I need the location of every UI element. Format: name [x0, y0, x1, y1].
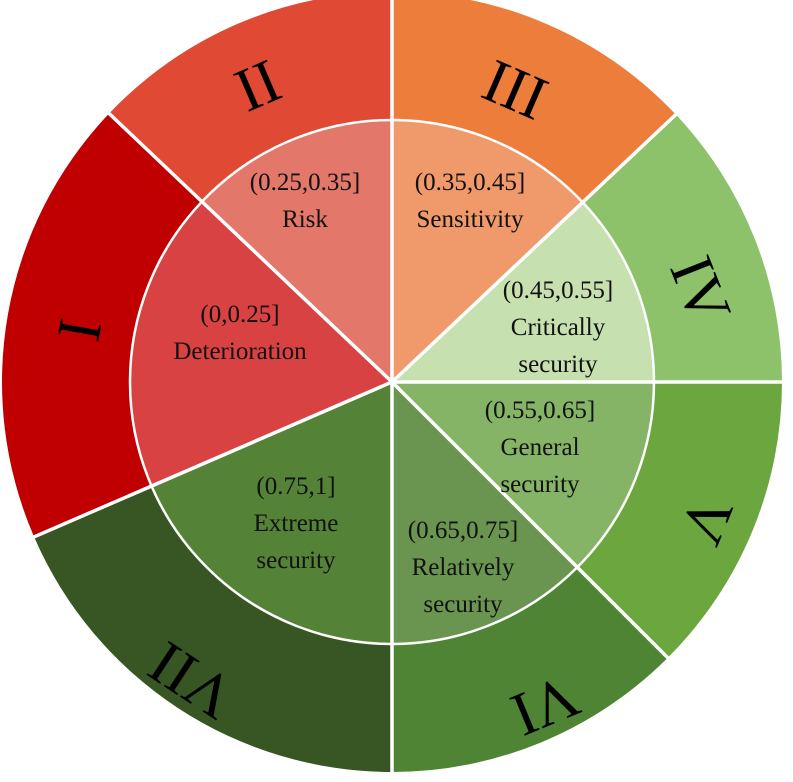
level-name: Risk	[282, 206, 328, 233]
sector-separators	[31, 0, 784, 774]
outer-sector-vii	[34, 486, 393, 772]
level-label: (0.45,0.55] Critically security	[503, 277, 613, 378]
level-range: (0.45,0.55]	[503, 277, 613, 304]
level-label: (0.55,0.65] General security	[485, 397, 595, 498]
level-name: Relatively	[412, 554, 515, 581]
level-name: security	[256, 547, 336, 574]
level-name: Extreme	[254, 510, 339, 537]
level-name: security	[423, 591, 503, 618]
outer-sector-i	[1, 113, 202, 537]
outer-sector-vi	[392, 567, 668, 772]
outer-sector-iii	[392, 0, 676, 203]
inner-sector-v	[392, 382, 654, 568]
inner-sector-iii	[392, 120, 583, 382]
level-label: (0,0.25] Deterioration	[173, 301, 307, 365]
level-labels: (0,0.25] Deterioration (0.25,0.35] Risk (0.3…	[173, 169, 613, 618]
separator-line	[390, 380, 671, 661]
separator-line	[390, 111, 679, 384]
level-label: (0.65,0.75] Relatively security	[408, 517, 518, 618]
ring-boundary	[128, 118, 656, 646]
inner-ring	[130, 120, 654, 644]
outer-sector-ii	[109, 0, 392, 202]
inner-sector-ii	[201, 120, 392, 382]
level-label: (0.25,0.35] Risk	[250, 169, 360, 233]
inner-sector-vi	[392, 382, 578, 644]
level-label: (0.35,0.45] Sensitivity	[415, 169, 525, 233]
outer-sector-v	[577, 382, 782, 658]
inner-sector-vii	[151, 382, 392, 644]
inner-sector-i	[130, 201, 392, 487]
inner-sector-iv	[392, 202, 654, 382]
level-range: (0,0.25]	[200, 301, 279, 328]
level-name: Deterioration	[173, 338, 307, 365]
level-name: Critically	[511, 314, 606, 341]
level-range: (0.65,0.75]	[408, 517, 518, 544]
level-range: (0.35,0.45]	[415, 169, 525, 196]
separator-line	[106, 110, 394, 384]
outer-ring	[1, 0, 782, 772]
level-range: (0.55,0.65]	[485, 397, 595, 424]
level-name: security	[500, 471, 580, 498]
level-name: General	[500, 434, 579, 461]
separator-line	[31, 380, 393, 540]
level-range: (0.25,0.35]	[250, 169, 360, 196]
level-range: (0.75,1]	[256, 473, 335, 500]
level-name: Sensitivity	[417, 206, 524, 233]
level-label: (0.75,1] Extreme security	[254, 473, 339, 574]
outer-sector-iv	[582, 114, 782, 382]
level-name: security	[518, 351, 598, 378]
